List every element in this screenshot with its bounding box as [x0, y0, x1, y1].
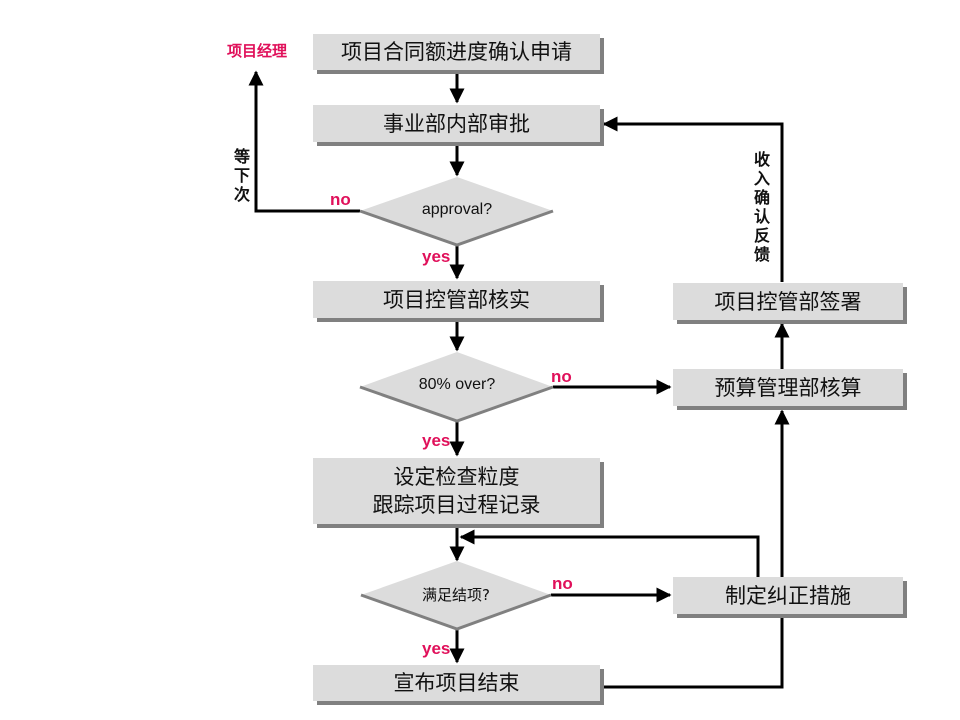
edge-corrective-loop	[459, 529, 760, 577]
node-dept-approval: 事业部内部审批	[313, 105, 600, 142]
edge-label-approval-yes: yes	[422, 247, 451, 266]
node-corrective-label: 制定纠正措施	[725, 583, 851, 608]
node-corrective: 制定纠正措施	[673, 577, 903, 614]
node-verify: 项目控管部核实	[313, 281, 600, 318]
node-close-label: 宣布项目结束	[393, 671, 520, 695]
node-sign-label: 项目控管部签署	[714, 289, 862, 314]
node-dept-approval-label: 事业部内部审批	[383, 111, 530, 136]
decision-close-label: 满足结项?	[422, 586, 490, 604]
actor-label: 项目经理	[227, 43, 288, 60]
decision-close-shadow	[360, 593, 552, 631]
edge-label-80-yes: yes	[422, 431, 451, 450]
decision-80-shadow	[359, 385, 554, 423]
edge-label-close-no: no	[552, 574, 573, 593]
node-setup-line2: 跟踪项目过程记录	[372, 493, 541, 517]
edge-approval-no	[248, 70, 360, 213]
node-setup: 设定检查粒度 跟踪项目过程记录	[313, 458, 600, 524]
edge-close-to-budget	[604, 409, 790, 689]
wait-label: 等下次	[233, 147, 250, 204]
node-budget: 预算管理部核算	[673, 369, 903, 406]
node-budget-label: 预算管理部核算	[714, 375, 862, 400]
edge-feedback	[602, 116, 784, 282]
node-close: 宣布项目结束	[313, 665, 600, 701]
feedback-label: 收入确认反馈	[753, 150, 770, 264]
node-sign: 项目控管部签署	[673, 283, 903, 320]
node-verify-label: 项目控管部核实	[383, 287, 530, 312]
decision-approval-shadow	[359, 209, 554, 247]
edge-label-80-no: no	[551, 367, 572, 386]
decision-80-label: 80% over?	[418, 376, 496, 393]
node-apply-label: 项目合同额进度确认申请	[341, 40, 572, 64]
node-setup-line1: 设定检查粒度	[393, 465, 520, 489]
edge-label-close-yes: yes	[422, 639, 451, 658]
edge-label-approval-no: no	[330, 190, 351, 209]
decision-approval-label: approval?	[421, 201, 493, 218]
node-apply: 项目合同额进度确认申请	[313, 34, 600, 70]
